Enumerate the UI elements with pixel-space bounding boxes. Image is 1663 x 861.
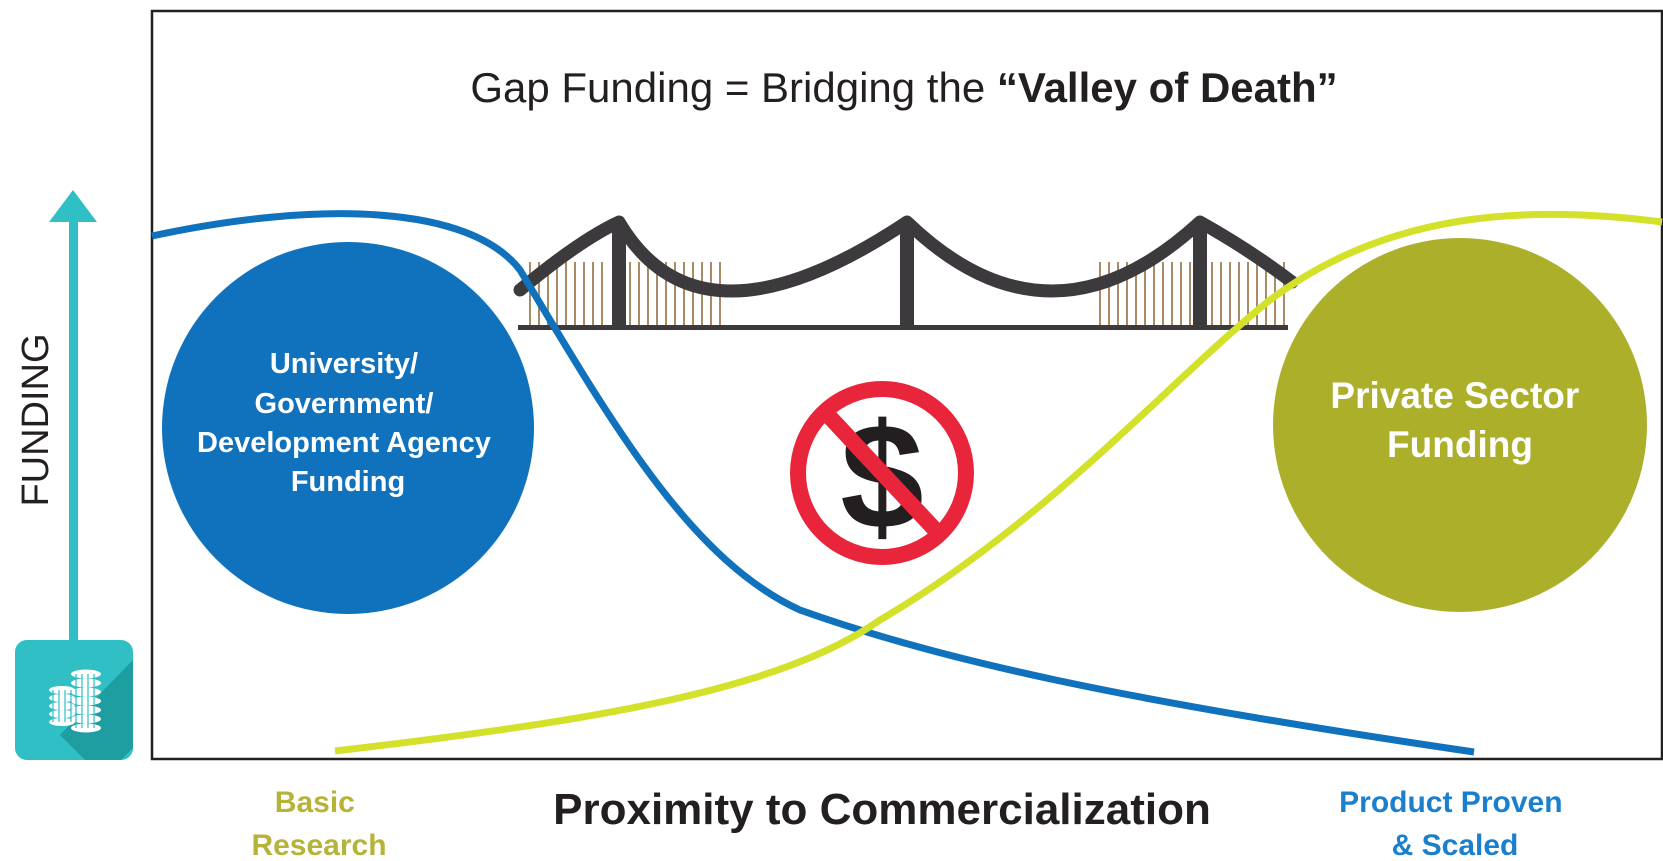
public-funding-label: University/ Government/ Development Agen…	[197, 348, 499, 498]
private-funding-circle	[1273, 238, 1647, 612]
coins-stack-icon	[15, 640, 133, 760]
public-funding-curve	[151, 210, 1475, 756]
funding-axis-arrow	[49, 190, 97, 648]
no-money-icon: $	[790, 381, 974, 565]
public-funding-circle	[162, 242, 534, 614]
private-funding-label: Private Sector Funding	[1330, 375, 1589, 465]
x-axis-start-label: Basic Research	[251, 786, 386, 861]
suspension-bridge-icon	[513, 215, 1299, 330]
funding-axis-label: FUNDING	[15, 333, 57, 506]
private-funding-curve	[334, 210, 1663, 755]
x-axis-end-label: Product Proven & Scaled	[1339, 786, 1571, 861]
diagram-title: Gap Funding = Bridging the “Valley of De…	[470, 64, 1337, 111]
x-axis-title: Proximity to Commercialization	[553, 785, 1211, 834]
